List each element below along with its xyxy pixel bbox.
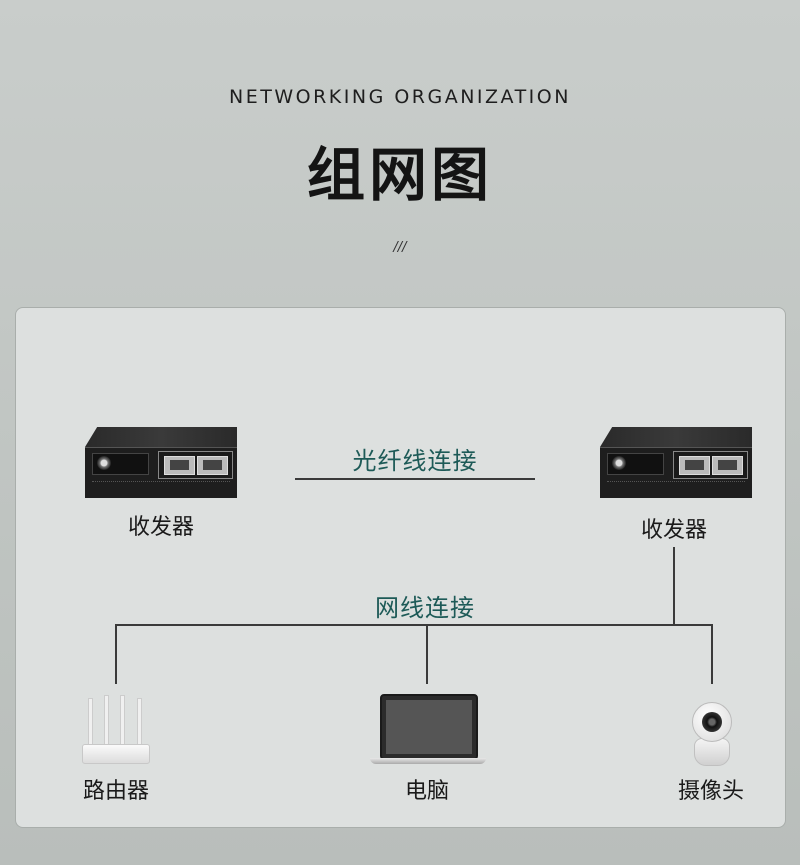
fiber-link-label: 光纤线连接 [352, 447, 478, 475]
media-converter-icon [600, 427, 752, 498]
right-converter-label: 收发器 [640, 518, 707, 543]
camera-label: 摄像头 [677, 779, 744, 804]
network-vertical-from-converter [673, 547, 675, 625]
page-title: 组网图 [306, 141, 493, 209]
media-converter-icon [85, 427, 237, 498]
network-link-label: 网线连接 [375, 594, 475, 622]
ornament: /// [393, 240, 407, 255]
network-drop-computer [426, 624, 428, 684]
subtitle-en: NETWORKING ORGANIZATION [229, 86, 571, 108]
laptop-icon [370, 694, 486, 766]
ip-camera-icon [690, 702, 732, 766]
network-drop-router [115, 624, 117, 684]
router-label: 路由器 [82, 779, 149, 804]
network-drop-camera [711, 624, 713, 684]
computer-label: 电脑 [404, 779, 449, 804]
router-icon [82, 695, 150, 764]
network-bus-line [115, 624, 712, 626]
fiber-link-line [295, 478, 535, 480]
left-converter-label: 收发器 [127, 515, 194, 540]
